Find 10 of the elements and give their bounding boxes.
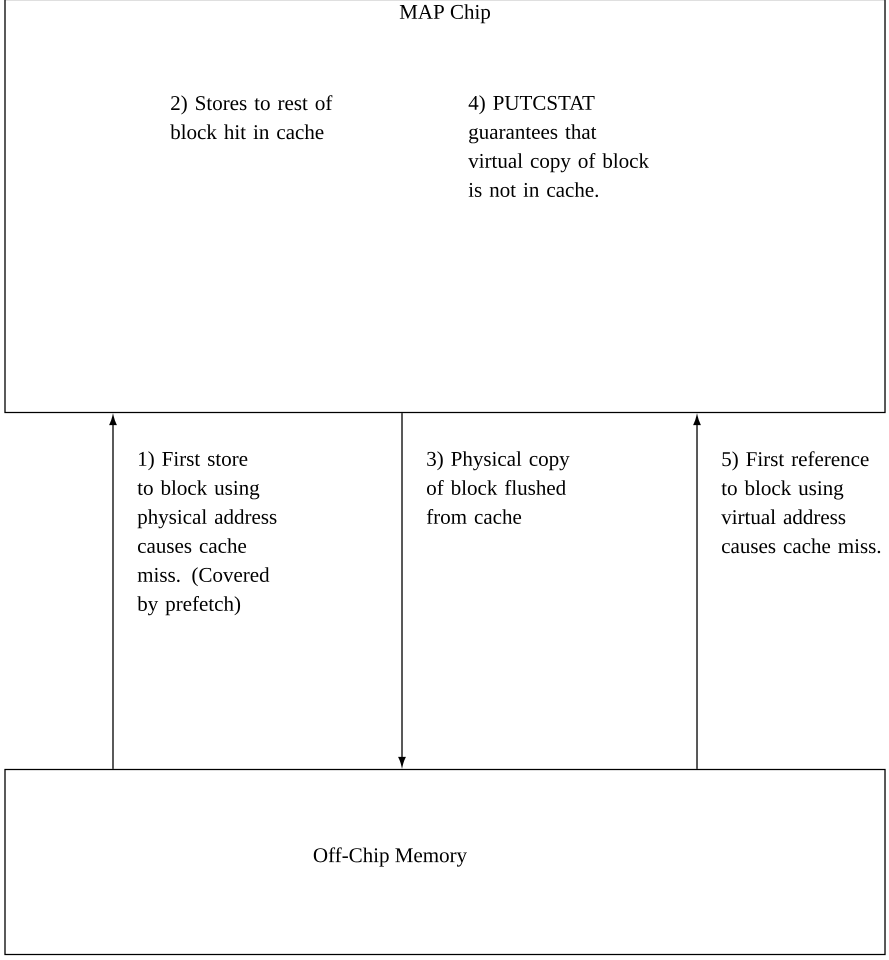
arrow	[398, 413, 406, 767]
box-text: 4) PUTCSTAT guarantees that virtual copy of block is not in cache.	[468, 95, 649, 198]
box-text: 2) Stores to rest of block hit in cache	[170, 95, 332, 140]
box-text: Off-Chip Memory	[314, 847, 467, 867]
edge-label: 3) Physical copy of block flushed from cache	[426, 451, 570, 524]
box-text: MAP Chip	[400, 4, 490, 24]
arrow	[109, 416, 117, 769]
edge-label: 5) First reference to block using virtual address causes cache miss.	[721, 451, 880, 554]
arrow	[693, 416, 701, 769]
edge-label: 1) First store to block using physical address causes cache miss. (Covered by prefetch)	[137, 451, 276, 616]
